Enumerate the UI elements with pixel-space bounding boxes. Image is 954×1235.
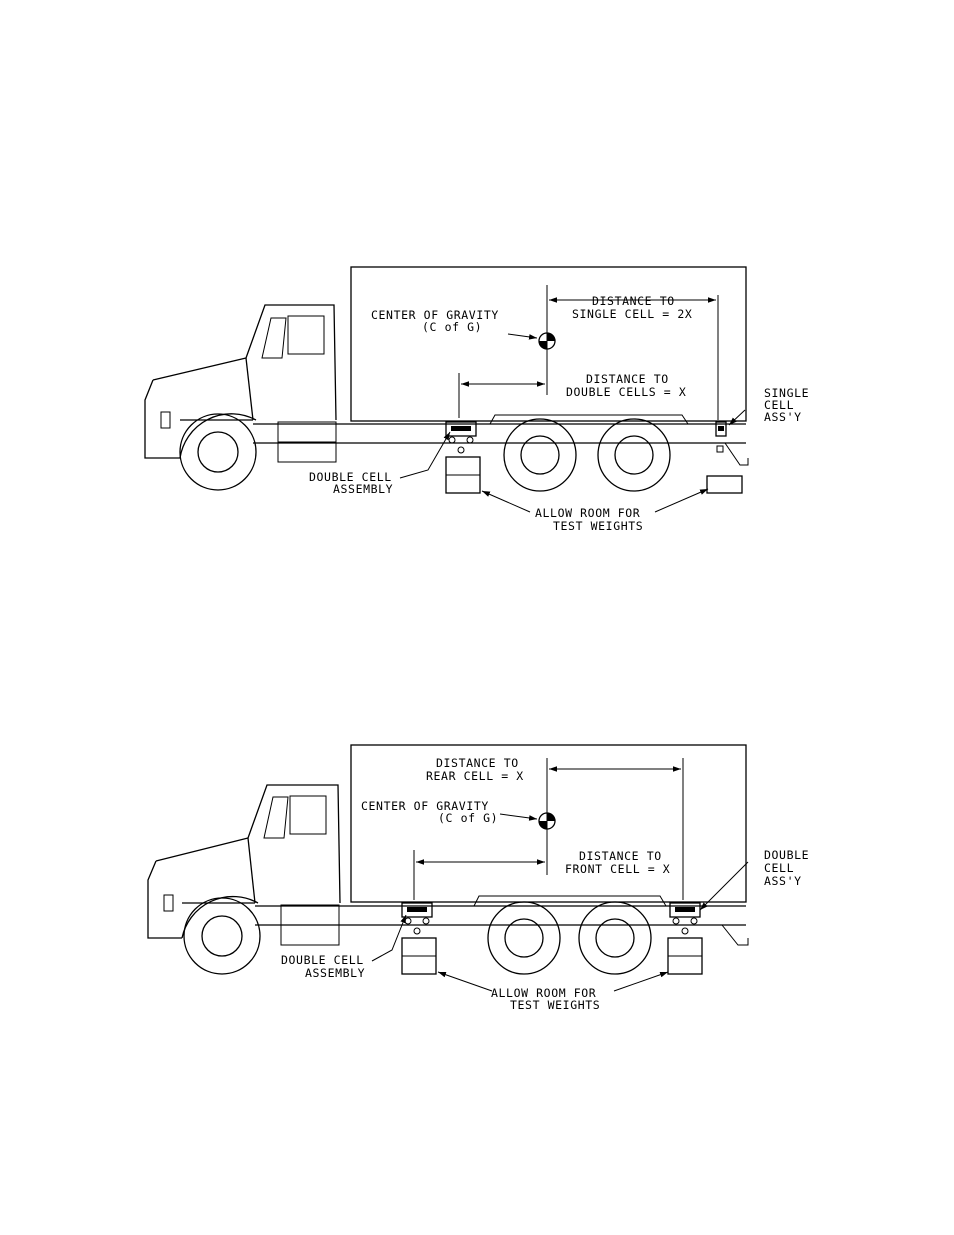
dist-front-line1: DISTANCE TO	[579, 849, 662, 863]
double-cell-right-label-line3: ASS'Y	[764, 874, 802, 888]
test-weight-right	[707, 476, 742, 493]
double-cell-label-line2: ASSEMBLY	[305, 966, 365, 980]
truck-cab	[148, 785, 340, 945]
double-cell-assembly-front	[402, 903, 432, 934]
single-cell-assembly	[716, 422, 726, 452]
diagram-bottom: DISTANCE TO REAR CELL = X CENTER OF GRAV…	[148, 745, 809, 1012]
dist-front-line2: FRONT CELL = X	[565, 862, 670, 876]
dist-double-line1: DISTANCE TO	[586, 372, 669, 386]
double-cell-label-line1: DOUBLE CELL	[281, 953, 364, 967]
rear-wheel-2	[598, 419, 670, 491]
dist-rear-line2: REAR CELL = X	[426, 769, 524, 783]
cog-label-line2: (C of G)	[422, 320, 482, 334]
dist-rear-line1: DISTANCE TO	[436, 756, 519, 770]
double-cell-assembly	[446, 422, 476, 453]
test-weights-label-line1: ALLOW ROOM FOR	[535, 506, 640, 520]
dist-single-line2: SINGLE CELL = 2X	[572, 307, 692, 321]
front-wheel	[180, 414, 256, 490]
front-wheel	[184, 898, 260, 974]
dist-double-line2: DOUBLE CELLS = X	[566, 385, 686, 399]
double-cell-right-label-line2: CELL	[764, 861, 794, 875]
truck-cab	[145, 305, 336, 462]
diagram-top: CENTER OF GRAVITY (C of G) DISTANCE TO S…	[145, 267, 809, 533]
test-weights-label-line2: TEST WEIGHTS	[553, 519, 643, 533]
dist-single-line1: DISTANCE TO	[592, 294, 675, 308]
rear-wheel-1	[488, 902, 560, 974]
double-cell-label-line2: ASSEMBLY	[333, 482, 393, 496]
cog-label-line2: (C of G)	[438, 811, 498, 825]
test-weights-label-line2: TEST WEIGHTS	[510, 998, 600, 1012]
single-cell-label-line3: ASS'Y	[764, 410, 802, 424]
double-cell-assembly-rear	[670, 903, 700, 934]
double-cell-right-label-line1: DOUBLE	[764, 848, 809, 862]
rear-wheel-2	[579, 902, 651, 974]
rear-wheel-1	[504, 419, 576, 491]
